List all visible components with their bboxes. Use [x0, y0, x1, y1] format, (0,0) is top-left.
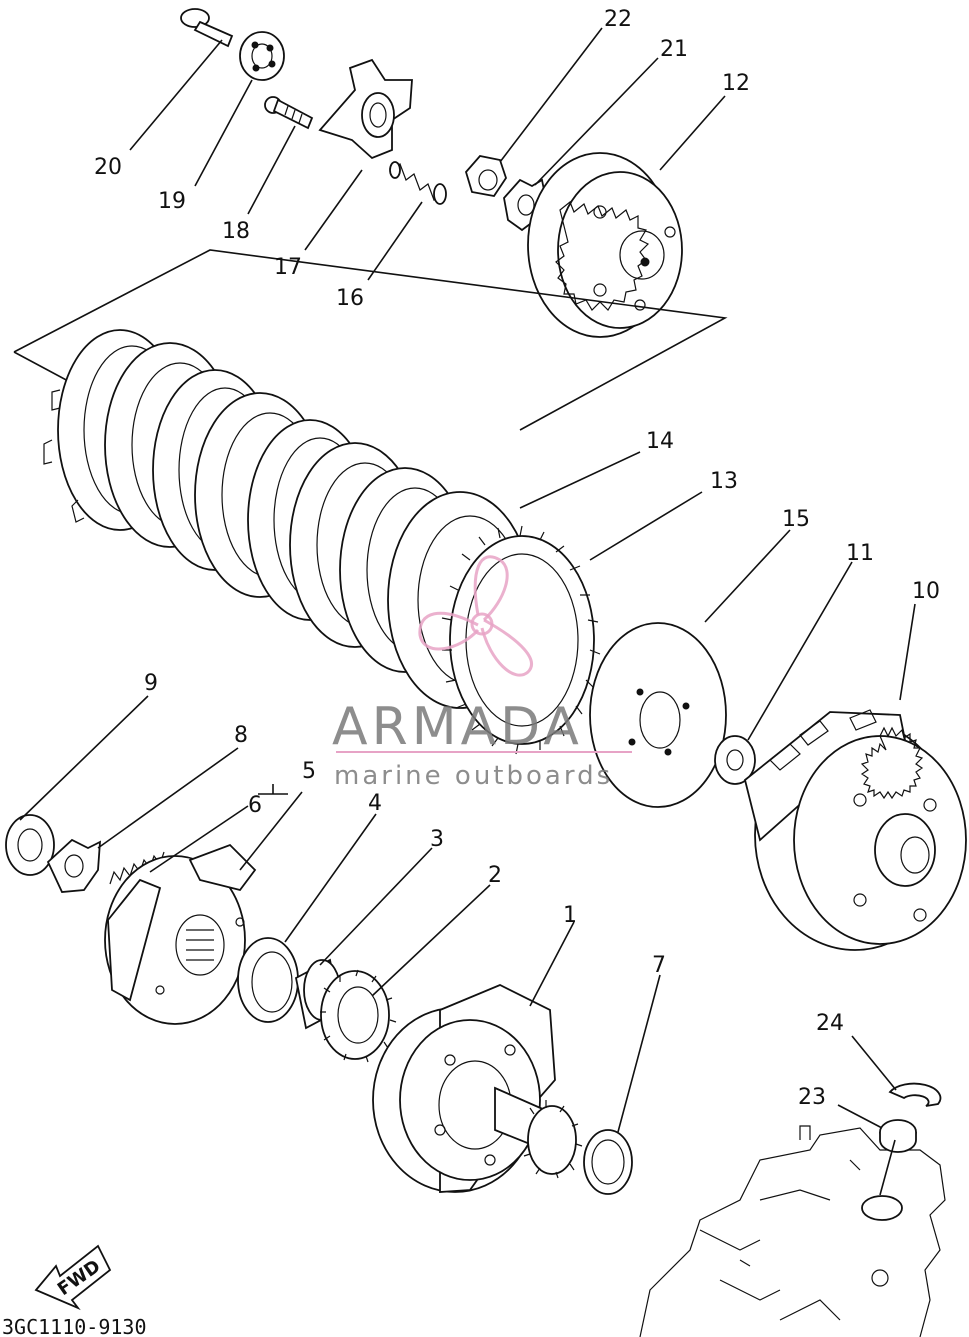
part-20-pin [180, 8, 234, 48]
callout-14: 14 [646, 429, 674, 454]
callout-7: 7 [652, 953, 666, 978]
part-9-washer [5, 814, 55, 876]
part-17-plate [318, 58, 413, 160]
callout-21: 21 [660, 37, 688, 62]
callout-5: 5 [302, 759, 316, 784]
callout-18: 18 [222, 219, 250, 244]
part-11-lock-washer [714, 735, 756, 785]
callout-12: 12 [722, 71, 750, 96]
callout-9: 9 [144, 671, 158, 696]
callout-8: 8 [234, 723, 248, 748]
callout-23: 23 [798, 1085, 826, 1110]
callout-2: 2 [488, 863, 502, 888]
callout-10: 10 [912, 579, 940, 604]
callout-16: 16 [336, 286, 364, 311]
part-22-nut [464, 155, 507, 197]
callout-15: 15 [782, 507, 810, 532]
part-1-clutch-bell [372, 984, 583, 1193]
callout-19: 19 [158, 189, 186, 214]
part-16-spring [389, 161, 447, 205]
part-12-gear-plate [527, 152, 683, 338]
part-6-spring [109, 851, 165, 885]
watermark-propeller-logo [418, 555, 533, 677]
part-24-circlip [888, 1082, 942, 1107]
watermark-brand: ARMADA [332, 697, 583, 757]
part-15-disc [589, 622, 727, 808]
callout-13: 13 [710, 469, 738, 494]
part-19-bearing [239, 31, 285, 81]
callout-3: 3 [430, 827, 444, 852]
watermark-tagline: marine outboards [334, 761, 613, 791]
crankcase-section [639, 1125, 946, 1337]
leader-lines [19, 27, 916, 1196]
watermark: ARMADA marine outboards [332, 555, 632, 791]
part-5-clutch-carrier [104, 843, 257, 1025]
callout-6: 6 [248, 793, 262, 818]
part-2-bearing [320, 969, 397, 1063]
callout-17: 17 [274, 255, 302, 280]
drawing-code: 3GC1110-9130 [2, 1315, 147, 1337]
callout-22: 22 [604, 7, 632, 32]
assembly-bracket [13, 249, 728, 431]
callout-20: 20 [94, 155, 122, 180]
callout-24: 24 [816, 1011, 844, 1036]
callout-1: 1 [563, 903, 577, 928]
callout-numbers: 1 2 3 4 5 6 7 8 9 10 11 12 13 14 15 16 1… [94, 7, 940, 1110]
part-10-clutch-housing [743, 709, 967, 951]
part-7-washer [583, 1129, 633, 1195]
part-13-friction-ring [441, 525, 601, 755]
part-23-plug [879, 1119, 917, 1153]
callout-11: 11 [846, 541, 874, 566]
part-8-lock-washer [46, 838, 102, 893]
part-18-screw [264, 96, 314, 130]
part-4-washer [237, 937, 299, 1023]
fwd-direction-arrow: FWD [34, 1244, 112, 1311]
callout-4: 4 [368, 791, 382, 816]
